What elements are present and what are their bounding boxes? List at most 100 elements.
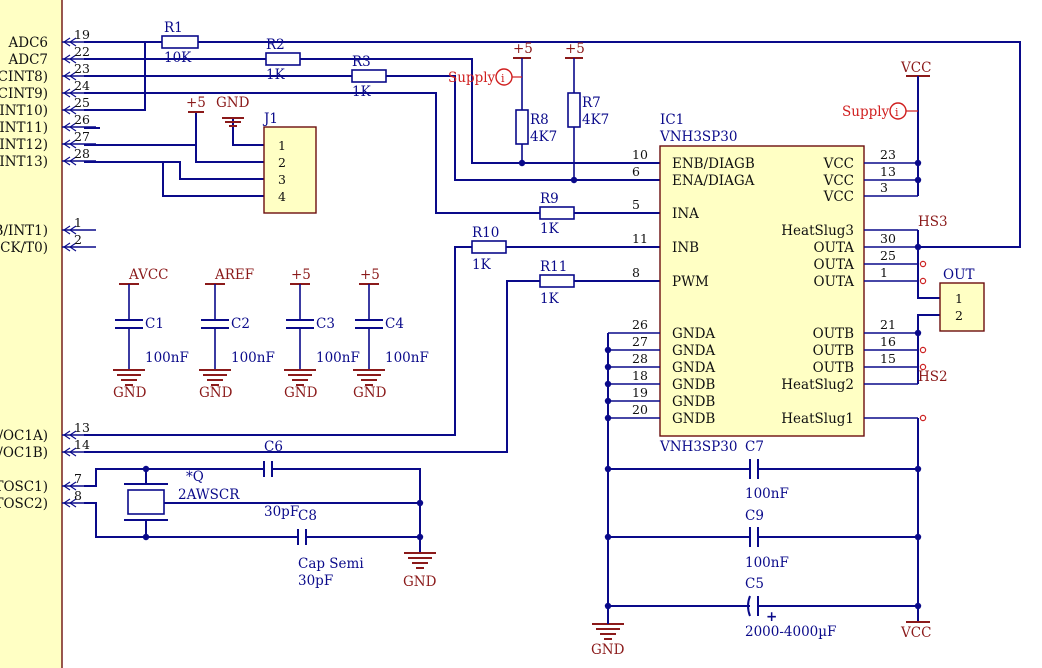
resistor-r1[interactable] xyxy=(161,35,199,49)
mcu-pin-label: CINT10) xyxy=(0,103,48,119)
out-ref: OUT xyxy=(943,267,974,283)
net-oc1b: R11 1K xyxy=(84,259,660,453)
r10-ref: R10 xyxy=(472,225,499,241)
resistor-r10[interactable] xyxy=(471,240,507,254)
ic-left-pin-name: GNDB xyxy=(672,377,715,393)
crystal-ref: *Q xyxy=(186,469,204,485)
hs2-label: HS2 xyxy=(918,369,948,385)
supply-probe-glyph: i xyxy=(501,72,505,85)
ic-right-pin-name: VCC xyxy=(823,189,854,205)
r7-ref: R7 xyxy=(582,95,601,111)
mcu-pin-label: /OC1A) xyxy=(0,428,48,444)
c9-value: 100nF xyxy=(745,555,789,571)
ic-vcc-bus: VCC Supply i HS3 HS2 VCC xyxy=(842,60,948,641)
c8-ref: C8 xyxy=(298,508,317,524)
mcu-pin-number: 24 xyxy=(74,78,90,93)
cap-value: 100nF xyxy=(316,350,360,366)
ic-right-pin-name: OUTB xyxy=(813,343,854,359)
mcu-pin-arrow-icon xyxy=(63,139,77,149)
mcu-pin-number: 14 xyxy=(74,437,90,452)
r8-plus5-label: +5 xyxy=(513,41,533,57)
net-adc6: R1 10K xyxy=(84,20,1021,248)
crystal-q[interactable] xyxy=(127,489,165,515)
cap-gnd-label: GND xyxy=(113,385,147,401)
r1-ref: R1 xyxy=(164,20,183,36)
ic-ground-bus: GND xyxy=(591,333,625,658)
ic-left-pin-number: 20 xyxy=(632,402,648,417)
ic-left-pin-name: INB xyxy=(672,240,699,256)
j1-gnd-label: GND xyxy=(216,95,250,111)
mcu-pin-label: CINT11) xyxy=(0,120,48,136)
cap-rail-label: +5 xyxy=(360,267,380,283)
r3-ref: R3 xyxy=(352,54,371,70)
ic-left-pin-name: ENB/DIAGB xyxy=(672,156,755,172)
ic-right-pin-name: HeatSlug2 xyxy=(781,377,854,393)
mcu-pin-number: 2 xyxy=(74,232,82,247)
resistor-r2[interactable] xyxy=(265,52,301,66)
ic-right-pin-number: 13 xyxy=(880,164,896,179)
mcu-pin-number: 26 xyxy=(74,112,90,127)
ic-left-pin-name: INA xyxy=(672,206,699,222)
ic-left-pin-number: 11 xyxy=(632,231,648,246)
cap-rail-label: AREF xyxy=(214,267,254,283)
mcu-symbol: 19ADC622ADC723CINT8)24CINT9)25CINT10)26C… xyxy=(0,0,96,668)
net-pcint9: R9 1K xyxy=(84,92,660,237)
ic-left-pin-number: 6 xyxy=(632,164,640,179)
mcu-pin-arrow-icon xyxy=(63,225,77,235)
mcu-pin-number: 1 xyxy=(74,215,82,230)
mcu-pin-arrow-icon xyxy=(63,481,77,491)
ic1-part: VNH3SP30 xyxy=(659,129,737,145)
crystal-part: 2AWSCR xyxy=(178,487,240,503)
r9-ref: R9 xyxy=(540,191,559,207)
cap-gnd-label: GND xyxy=(284,385,318,401)
r8-ref: R8 xyxy=(530,112,549,128)
resistor-r11[interactable] xyxy=(539,274,575,288)
j1-pin-1: 1 xyxy=(278,138,286,153)
c9-ref: C9 xyxy=(745,508,764,524)
mcu-pin-number: 7 xyxy=(74,471,82,486)
j1-pin-2: 2 xyxy=(278,155,286,170)
j1-body xyxy=(263,126,317,214)
ic-right-pin-name: OUTB xyxy=(813,326,854,342)
ic-left-pin-name: GNDA xyxy=(672,360,715,376)
c6-ref: C6 xyxy=(264,439,283,455)
out-pin-1: 1 xyxy=(955,291,963,306)
ic-left-pin-number: 19 xyxy=(632,385,648,400)
resistor-r7[interactable] xyxy=(567,92,581,128)
ic-right-pin-number: 23 xyxy=(880,147,896,162)
vcc-top-label: VCC xyxy=(900,60,931,76)
mcu-pin-arrow-icon xyxy=(63,54,77,64)
mcu-pin-number: 22 xyxy=(74,44,90,59)
cap-rail-label: +5 xyxy=(291,267,311,283)
ic-left-pin-name: GNDA xyxy=(672,343,715,359)
mcu-pin-arrow-icon xyxy=(63,430,77,440)
mcu-pin-label: CINT12) xyxy=(0,137,48,153)
ic-left-pin-name: GNDB xyxy=(672,394,715,410)
ic1-symbol: IC1 VNH3SP30 VNH3SP30 10ENB/DIAGB6ENA/DI… xyxy=(608,112,918,455)
r11-ref: R11 xyxy=(540,259,567,275)
r2-ref: R2 xyxy=(266,37,285,53)
ic-right-pin-name: OUTB xyxy=(813,360,854,376)
mcu-pin-label: CINT9) xyxy=(0,86,48,102)
resistor-r9[interactable] xyxy=(539,206,575,220)
r7-plus5-label: +5 xyxy=(565,41,585,57)
mcu-pin-number: 23 xyxy=(74,61,90,76)
ic-right-pin-name: OUTA xyxy=(814,274,855,290)
resistor-r8[interactable] xyxy=(515,109,529,145)
ic-right-pin-name: VCC xyxy=(823,173,854,189)
resistor-r3[interactable] xyxy=(351,69,387,83)
r9-value: 1K xyxy=(540,221,560,237)
mcu-pin-arrow-icon xyxy=(63,156,77,166)
ic-right-pin-name: VCC xyxy=(823,156,854,172)
mcu-pin-number: 8 xyxy=(74,488,82,503)
mcu-pin-arrow-icon xyxy=(63,447,77,457)
out-pin-2: 2 xyxy=(955,308,963,323)
ic-right-pin-name: OUTA xyxy=(814,257,855,273)
ic-left-pin-name: PWM xyxy=(672,274,709,290)
mcu-pin-arrow-icon xyxy=(63,122,77,132)
